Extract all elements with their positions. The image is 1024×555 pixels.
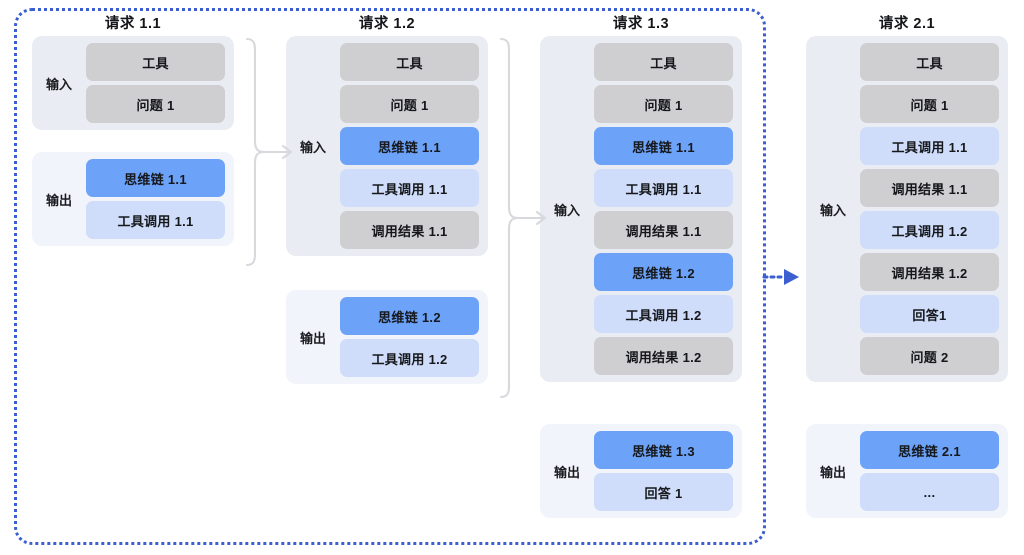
- chip: 思维链 1.2: [594, 253, 733, 291]
- group-box-output: 输出思维链 1.1 工具调用 1.1: [32, 152, 234, 246]
- column-title: 请求 1.2: [358, 16, 416, 32]
- chip: 思维链 1.1: [340, 127, 479, 165]
- brace-connector-1-to-2: [243, 36, 301, 268]
- column-request-2-1: 请求 2.1 输入 工具问题 1 工具调用 1.1 调用结果 1.1 工具调用 1.2 调用…: [798, 0, 1016, 555]
- column-request-1-1: 请求 1.1 输入工具问题 1 输出思维链 1.1 工具调用 1.1: [24, 0, 242, 555]
- chip: 思维链 1.3: [594, 431, 733, 469]
- group-label-output: 输出: [553, 464, 580, 480]
- column-request-1-2: 请求 1.2 输入 工具问题 1 思维链 1.1 工具调用 1.1 调用结果 1.1 输出思…: [278, 0, 496, 555]
- chip: 工具调用 1.1: [86, 201, 225, 239]
- column-title: 请求 2.1: [878, 16, 936, 32]
- chip: 调用结果 1.1: [594, 211, 733, 249]
- column-title: 请求 1.3: [612, 16, 670, 32]
- group-box-output: 输出思维链 1.2 工具调用 1.2: [286, 290, 488, 384]
- group-box-input: 输入工具问题 1: [32, 36, 234, 130]
- group-label-output: 输出: [819, 464, 846, 480]
- group-label-input: 输入: [45, 76, 72, 92]
- dashed-arrow-3-to-4: [762, 262, 806, 292]
- chip: 调用结果 1.2: [860, 253, 999, 291]
- chip: 思维链 1.1: [594, 127, 733, 165]
- chip: ...: [860, 473, 999, 511]
- chip: 调用结果 1.1: [340, 211, 479, 249]
- chip: 思维链 1.1: [86, 159, 225, 197]
- chip: 工具调用 1.1: [860, 127, 999, 165]
- chip-stack: 工具问题 1: [86, 36, 234, 130]
- group-label-output: 输出: [299, 330, 326, 346]
- column-title: 请求 1.1: [104, 16, 162, 32]
- chip: 调用结果 1.1: [860, 169, 999, 207]
- group-box-input: 输入 工具问题 1 工具调用 1.1 调用结果 1.1 工具调用 1.2 调用结果 1.2…: [806, 36, 1008, 382]
- group-label-input: 输入: [819, 202, 846, 218]
- chip-stack: 思维链 1.1 工具调用 1.1: [86, 152, 234, 246]
- chip: 工具调用 1.1: [594, 169, 733, 207]
- column-request-1-3: 请求 1.3 输入 工具问题 1 思维链 1.1 工具调用 1.1 调用结果 1.1 思维链…: [532, 0, 750, 555]
- chip: 工具调用 1.2: [860, 211, 999, 249]
- chip-stack: 思维链 1.3 回答 1: [594, 424, 742, 518]
- chip: 工具: [860, 43, 999, 81]
- chip: 思维链 1.2: [340, 297, 479, 335]
- chip: 工具调用 1.1: [340, 169, 479, 207]
- chip: 思维链 2.1: [860, 431, 999, 469]
- chip: 调用结果 1.2: [594, 337, 733, 375]
- chip-stack: 思维链 2.1...: [860, 424, 1008, 518]
- group-box-output: 输出思维链 2.1...: [806, 424, 1008, 518]
- chip-stack: 工具问题 1 思维链 1.1 工具调用 1.1 调用结果 1.1 思维链 1.2 工具调用…: [594, 36, 742, 382]
- group-box-input: 输入 工具问题 1 思维链 1.1 工具调用 1.1 调用结果 1.1: [286, 36, 488, 256]
- chip: 问题 1: [860, 85, 999, 123]
- chip: 工具调用 1.2: [594, 295, 733, 333]
- chip: 工具: [340, 43, 479, 81]
- group-label-input: 输入: [299, 139, 326, 155]
- chip-stack: 工具问题 1 思维链 1.1 工具调用 1.1 调用结果 1.1: [340, 36, 488, 256]
- chip: 问题 2: [860, 337, 999, 375]
- chip: 回答1: [860, 295, 999, 333]
- chip: 工具: [86, 43, 225, 81]
- group-label-output: 输出: [45, 192, 72, 208]
- chip: 工具: [594, 43, 733, 81]
- chip-stack: 工具问题 1 工具调用 1.1 调用结果 1.1 工具调用 1.2 调用结果 1.2 回答…: [860, 36, 1008, 382]
- group-label-input: 输入: [553, 202, 580, 218]
- chip: 问题 1: [594, 85, 733, 123]
- brace-connector-2-to-3: [497, 36, 555, 400]
- group-box-output: 输出思维链 1.3 回答 1: [540, 424, 742, 518]
- chip: 工具调用 1.2: [340, 339, 479, 377]
- chip: 回答 1: [594, 473, 733, 511]
- chip: 问题 1: [86, 85, 225, 123]
- chip-stack: 思维链 1.2 工具调用 1.2: [340, 290, 488, 384]
- chip: 问题 1: [340, 85, 479, 123]
